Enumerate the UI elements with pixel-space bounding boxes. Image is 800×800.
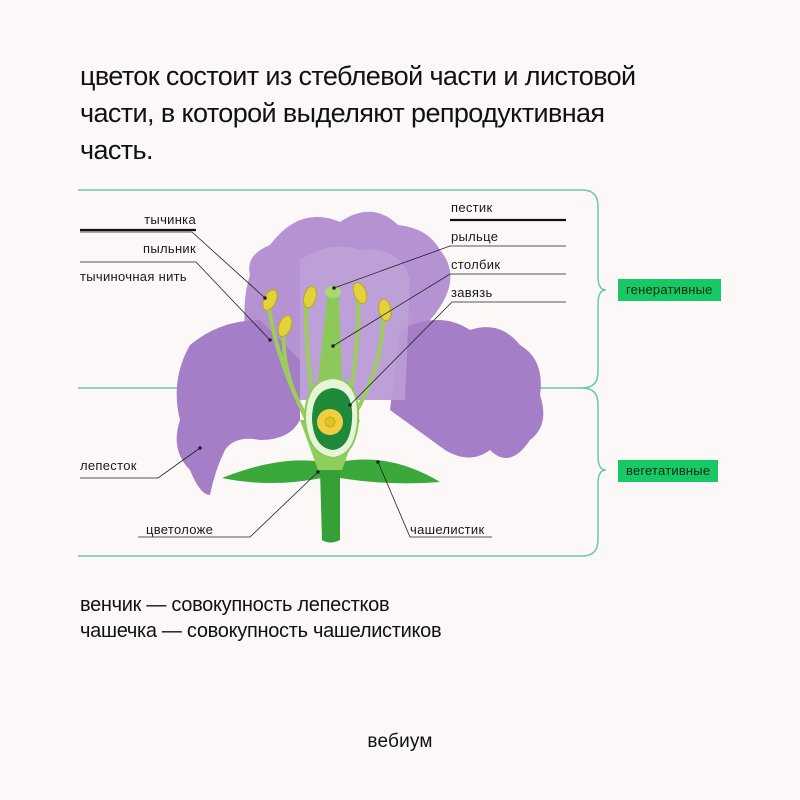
label-stigma: рыльце — [451, 229, 499, 244]
label-stamen: тычинка — [144, 212, 196, 227]
badge-vegetative: вегетативные — [618, 460, 719, 482]
label-style: столбик — [451, 257, 501, 272]
definition-corolla: венчик — совокупность лепестков — [80, 594, 390, 616]
label-anther: пыльник — [143, 241, 196, 256]
label-sepal: чашелистик — [410, 522, 485, 537]
label-petal: лепесток — [80, 458, 137, 473]
leader-dots — [198, 286, 380, 474]
pistil-icon — [303, 286, 360, 460]
definitions: венчик — совокупность лепестков чашечка … — [80, 592, 442, 644]
badge-generative: генеративные — [618, 279, 721, 301]
leader-lines — [80, 231, 566, 538]
header-underlines — [80, 218, 566, 232]
page-heading: цветок состоит из стеблевой части и лист… — [80, 58, 740, 169]
heading-line-3: часть. — [80, 135, 154, 165]
label-ovary: завязь — [451, 285, 493, 300]
group-braces — [78, 189, 607, 557]
brand-logo: вебиум — [367, 731, 433, 752]
heading-line-1: цветок состоит из стеблевой части и лист… — [80, 61, 636, 91]
definition-calyx: чашечка — совокупность чашелистиков — [80, 620, 442, 642]
anthers-icon — [262, 281, 392, 338]
label-receptacle: цветоложе — [146, 522, 214, 537]
label-filament: тычиночная нить — [80, 269, 187, 284]
flower-petals-icon — [176, 211, 544, 495]
heading-line-2: части, в которой выделяют репродуктивная — [80, 98, 605, 128]
label-pistil: пестик — [451, 200, 493, 215]
